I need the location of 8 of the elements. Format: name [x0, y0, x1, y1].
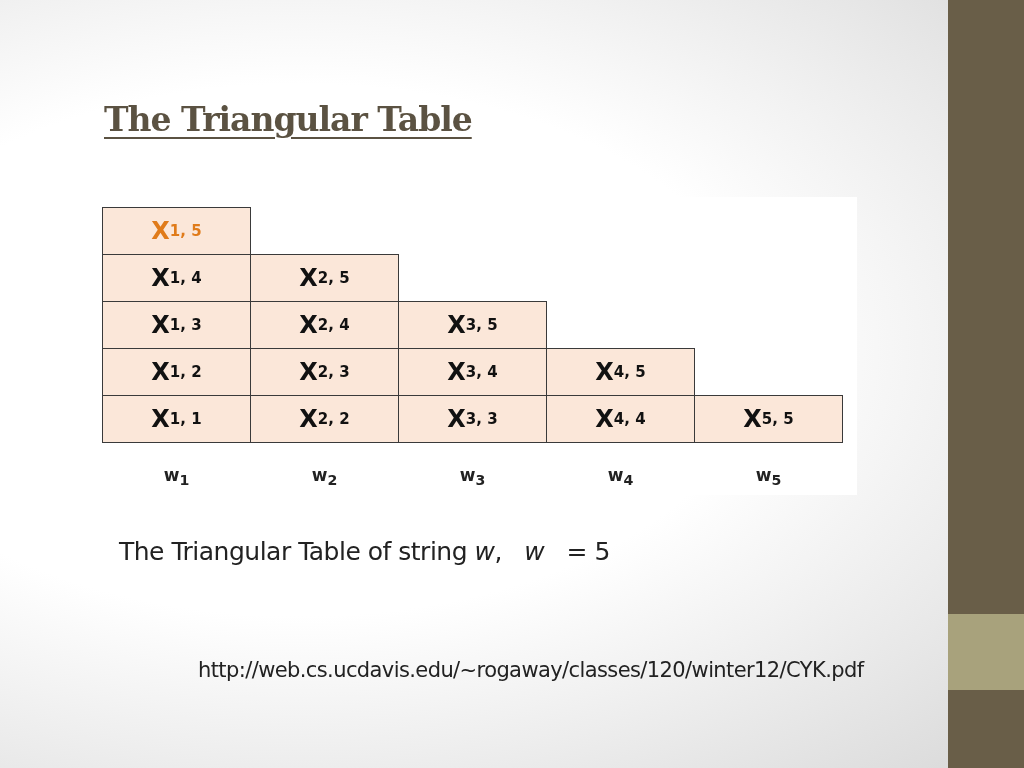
column-label: w$_{3}$: [458, 465, 487, 489]
caption-text: The Triangular Table of string w, w = 5: [119, 537, 610, 566]
source-url: http://web.cs.ucdavis.edu/~rogaway/classes/120/winter12/CYK.pdf: [198, 658, 864, 682]
column-label: w$_{5}$: [754, 465, 783, 489]
column-label: w$_{1}$: [162, 465, 191, 489]
column-label: w$_{4}$: [606, 465, 635, 489]
column-label: w$_{2}$: [310, 465, 339, 489]
slide-title: The Triangular Table: [104, 100, 472, 139]
